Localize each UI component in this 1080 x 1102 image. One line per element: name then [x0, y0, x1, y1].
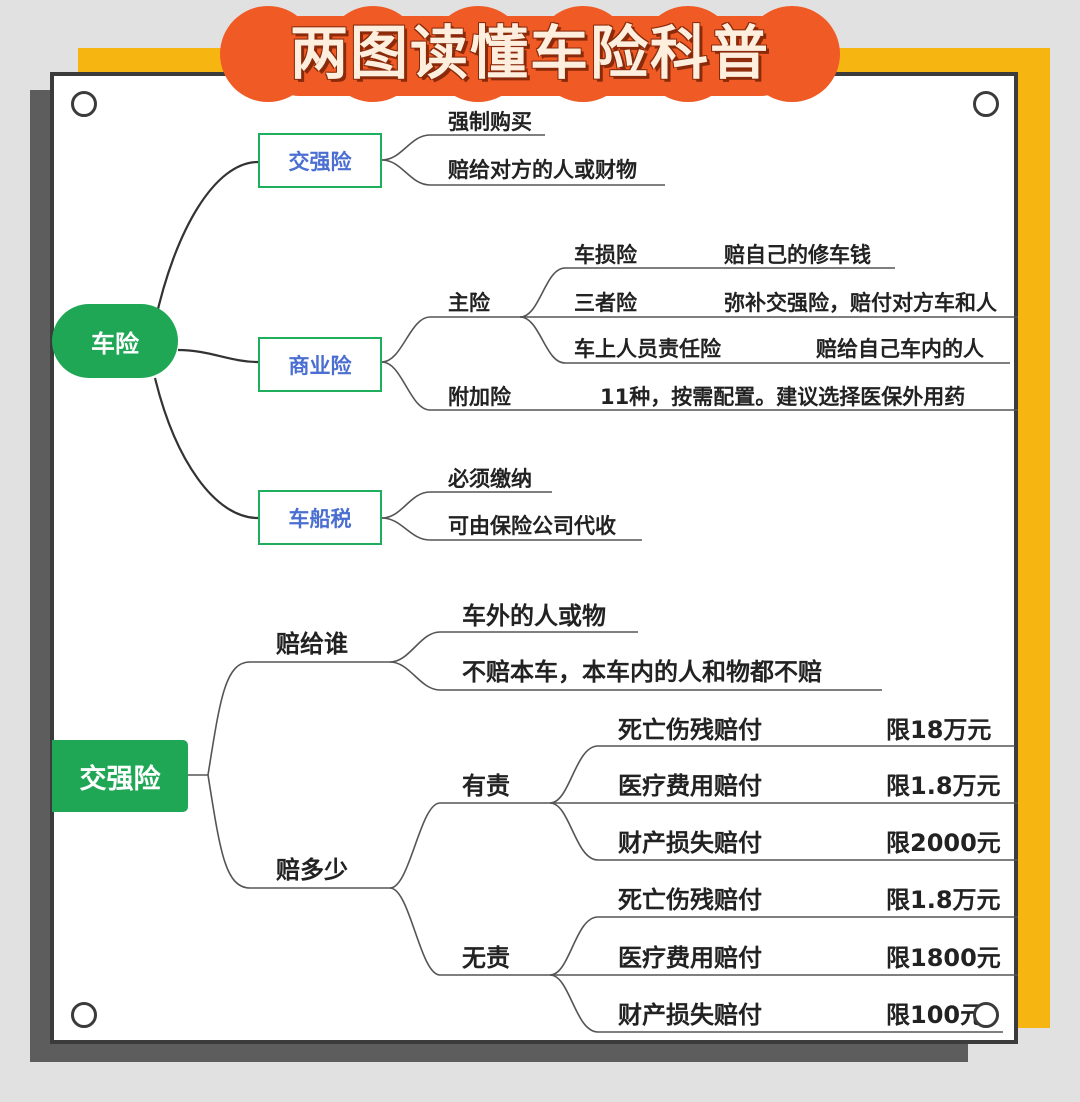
node-shangye: 商业险	[258, 337, 382, 392]
main-card	[50, 72, 1018, 1044]
leaf-name: 车上人员责任险	[574, 337, 721, 361]
edge2-youze	[389, 802, 550, 889]
page-title: 两图读懂车险科普	[289, 19, 770, 87]
node-fujia: 附加险	[448, 385, 511, 409]
edge2-wuze	[389, 887, 550, 976]
leaf-limit: 限2000元	[886, 829, 1001, 857]
node-zhuxian: 主险	[448, 291, 490, 315]
edge2-who-2	[389, 661, 882, 691]
leaf-text: 必须缴纳	[448, 467, 532, 491]
edge2-howmuch	[207, 774, 390, 889]
edge-cc-2	[381, 517, 642, 541]
leaf-name: 医疗费用赔付	[618, 944, 762, 972]
edge-zhu-1	[519, 267, 895, 318]
leaf-limit: 限100元	[886, 1001, 985, 1029]
node-wuze: 无责	[462, 944, 510, 972]
edge-jq-1	[381, 134, 545, 161]
leaf-name: 车损险	[574, 243, 637, 267]
leaf-name: 医疗费用赔付	[618, 772, 762, 800]
edge2-who	[207, 661, 390, 776]
leaf-desc: 赔自己的修车钱	[724, 243, 871, 267]
title-banner: 两图读懂车险科普	[220, 2, 840, 104]
leaf-limit: 限1800元	[886, 944, 1001, 972]
edge2-yz-1	[549, 745, 1015, 804]
node-howmuch: 赔多少	[276, 856, 348, 884]
leaf-desc: 11种，按需配置。建议选择医保外用药	[600, 385, 966, 409]
leaf-name: 死亡伤残赔付	[618, 716, 762, 744]
leaf-name: 三者险	[574, 291, 637, 315]
edge2-who-1	[389, 631, 638, 663]
pin-icon	[973, 1002, 999, 1028]
edge2-wz-1	[549, 916, 1018, 976]
edge-root-shangye	[177, 348, 259, 364]
edge-root-jiaoqiang	[153, 160, 259, 323]
leaf-name: 财产损失赔付	[618, 1001, 762, 1029]
leaf-limit: 限1.8万元	[886, 886, 1001, 914]
node-jiaoqiang: 交强险	[258, 133, 382, 188]
leaf-desc: 弥补交强险，赔付对方车和人	[724, 291, 997, 315]
pin-icon	[71, 91, 97, 117]
leaf-text: 不赔本车，本车内的人和物都不赔	[462, 658, 822, 686]
leaf-text: 车外的人或物	[462, 602, 606, 630]
pin-icon	[71, 1002, 97, 1028]
leaf-text: 可由保险公司代收	[448, 514, 616, 538]
edge-jq-2	[381, 159, 665, 186]
edge2-yz-3	[549, 802, 1018, 861]
root-node-car-insurance: 车险	[52, 304, 178, 378]
edge-cc-1	[381, 491, 552, 519]
edge2-wz-3	[549, 974, 1003, 1033]
leaf-text: 赔给对方的人或财物	[448, 158, 637, 182]
pin-icon	[973, 91, 999, 117]
leaf-name: 财产损失赔付	[618, 829, 762, 857]
edge-sy-fujia	[381, 361, 1018, 411]
root-node-jiaoqiang: 交强险	[52, 740, 188, 812]
node-chechuan: 车船税	[258, 490, 382, 545]
leaf-limit: 限18万元	[886, 716, 992, 744]
leaf-desc: 赔给自己车内的人	[816, 337, 984, 361]
edge-sy-zhu	[381, 316, 520, 363]
edge-zhu-3	[519, 316, 1010, 364]
leaf-limit: 限1.8万元	[886, 772, 1001, 800]
leaf-name: 死亡伤残赔付	[618, 886, 762, 914]
node-who: 赔给谁	[276, 630, 348, 658]
leaf-text: 强制购买	[448, 110, 532, 134]
edge-root-chechuan	[153, 377, 259, 520]
node-youze: 有责	[462, 772, 510, 800]
